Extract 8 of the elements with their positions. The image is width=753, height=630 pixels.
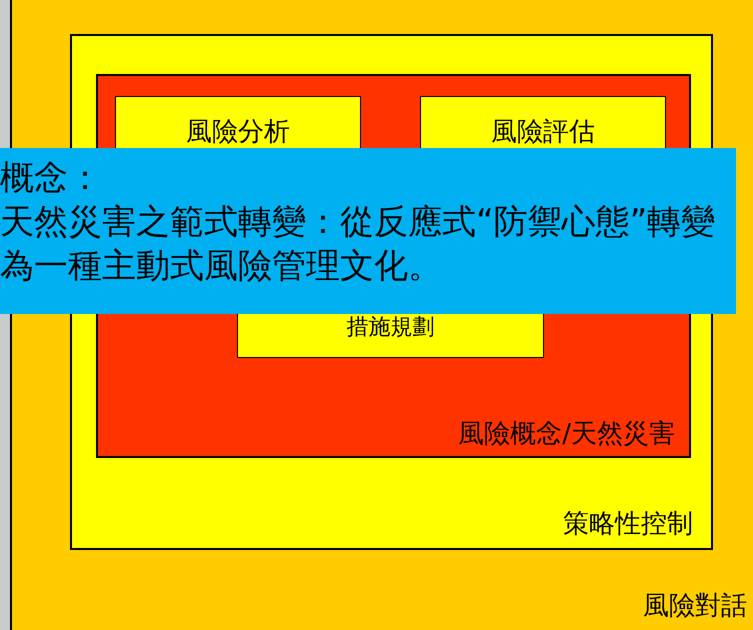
panel-label: 策略性控制 bbox=[563, 508, 693, 541]
panel-label: 風險概念/天然災害 bbox=[458, 418, 675, 451]
callout-text: 天然災害之範式轉變：從反應式“防禦心態”轉變為一種主動式風險管理文化。 bbox=[0, 201, 716, 288]
box-label: 風險評估 bbox=[491, 116, 595, 149]
panel-label: 風險對話 bbox=[643, 590, 747, 623]
box-label: 措施規劃 bbox=[346, 314, 434, 342]
callout-text: 概念： bbox=[0, 157, 103, 200]
box-label: 風險分析 bbox=[186, 116, 290, 149]
